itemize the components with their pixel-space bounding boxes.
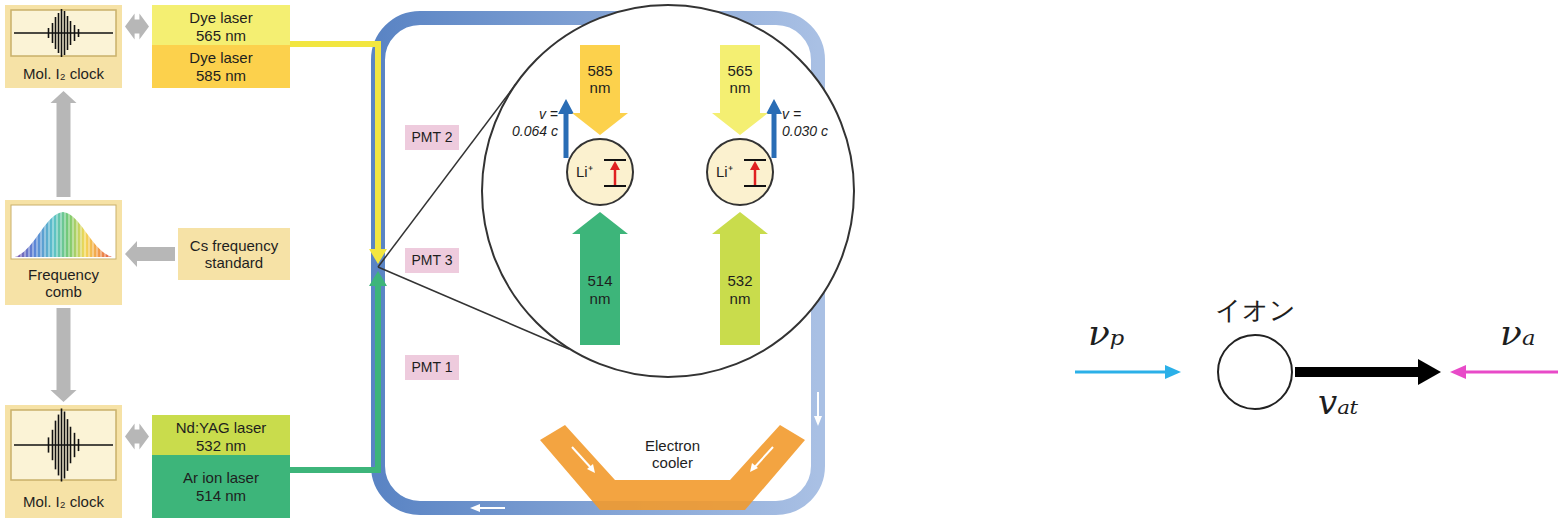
node-label: Cs frequency standard	[181, 237, 287, 272]
pmt-box: PMT 3	[405, 248, 459, 273]
velocity-symbol: vₐₜ	[1318, 382, 1358, 422]
link-arrow	[51, 91, 77, 197]
node-label: 565 nm	[720, 62, 760, 97]
beam-arrow: 585 nm	[572, 45, 628, 135]
beam-arrow: 532 nm	[712, 212, 768, 345]
node-label: Electron cooler	[637, 437, 709, 472]
laser-box: Nd:YAG laser 532 nm	[152, 415, 290, 458]
storage-ring	[378, 18, 818, 508]
beam-arrow: 565 nm	[712, 45, 768, 135]
link-arrow	[125, 241, 175, 267]
zoom-circle	[482, 5, 854, 377]
pmt-box: PMT 2	[405, 125, 459, 150]
node-label: Mol. I₂ clock	[23, 493, 104, 510]
node-label: 585 nm	[580, 62, 620, 97]
probe-beam-arrow	[1075, 365, 1181, 379]
cs-standard-box: Cs frequency standard	[178, 228, 290, 280]
laser-box: Ar ion laser 514 nm	[152, 455, 290, 518]
velocity-label: v = 0.064 c	[502, 106, 558, 140]
dye-laser-beam	[290, 44, 378, 250]
node-label: Nd:YAG laser 532 nm	[171, 419, 271, 454]
link-arrow	[51, 308, 77, 402]
link-arrow	[125, 424, 149, 450]
node-label: Dye laser 585 nm	[176, 49, 266, 84]
node-label: PMT 1	[412, 359, 453, 375]
node-label: Ar ion laser 514 nm	[171, 469, 271, 504]
node-label: Mol. I₂ clock	[23, 65, 104, 82]
ion-circle: Li⁺	[566, 138, 634, 206]
node-label: イオン	[1189, 296, 1321, 326]
ring-direction-arrows	[470, 392, 822, 512]
node-label: Dye laser 565 nm	[176, 9, 266, 44]
node-label: Frequency comb	[19, 266, 109, 301]
mol-clock-box: Mol. I₂ clock	[5, 405, 122, 518]
node-label: 532 nm	[720, 272, 760, 307]
laser-box: Dye laser 585 nm	[152, 45, 290, 88]
laser-box: Dye laser 565 nm	[152, 5, 290, 48]
ion-circle: イオン	[1217, 334, 1293, 410]
electron-cooler: Electron cooler	[540, 425, 805, 512]
frequency-comb-box: Frequency comb	[5, 200, 122, 305]
beam-arrow: 514 nm	[572, 212, 628, 345]
pmt-box: PMT 1	[405, 355, 459, 380]
beam-head	[369, 271, 387, 286]
mol-clock-box: Mol. I₂ clock	[5, 5, 122, 88]
node-label: PMT 2	[412, 129, 453, 145]
node-label: 514 nm	[580, 272, 620, 307]
link-arrow	[125, 14, 149, 40]
node-label: Li⁺	[576, 163, 593, 180]
node-label: PMT 3	[412, 252, 453, 268]
frequency-symbol: νₐ	[1500, 312, 1535, 353]
beam-head	[369, 249, 387, 264]
node-label: Li⁺	[716, 163, 733, 180]
ion-velocity-arrow	[1295, 359, 1441, 385]
frequency-symbol: νₚ	[1088, 312, 1124, 353]
ar-laser-beam	[290, 285, 378, 470]
anti-probe-beam-arrow	[1450, 365, 1558, 379]
velocity-label: v = 0.030 c	[782, 106, 838, 140]
ion-circle: Li⁺	[706, 138, 774, 206]
